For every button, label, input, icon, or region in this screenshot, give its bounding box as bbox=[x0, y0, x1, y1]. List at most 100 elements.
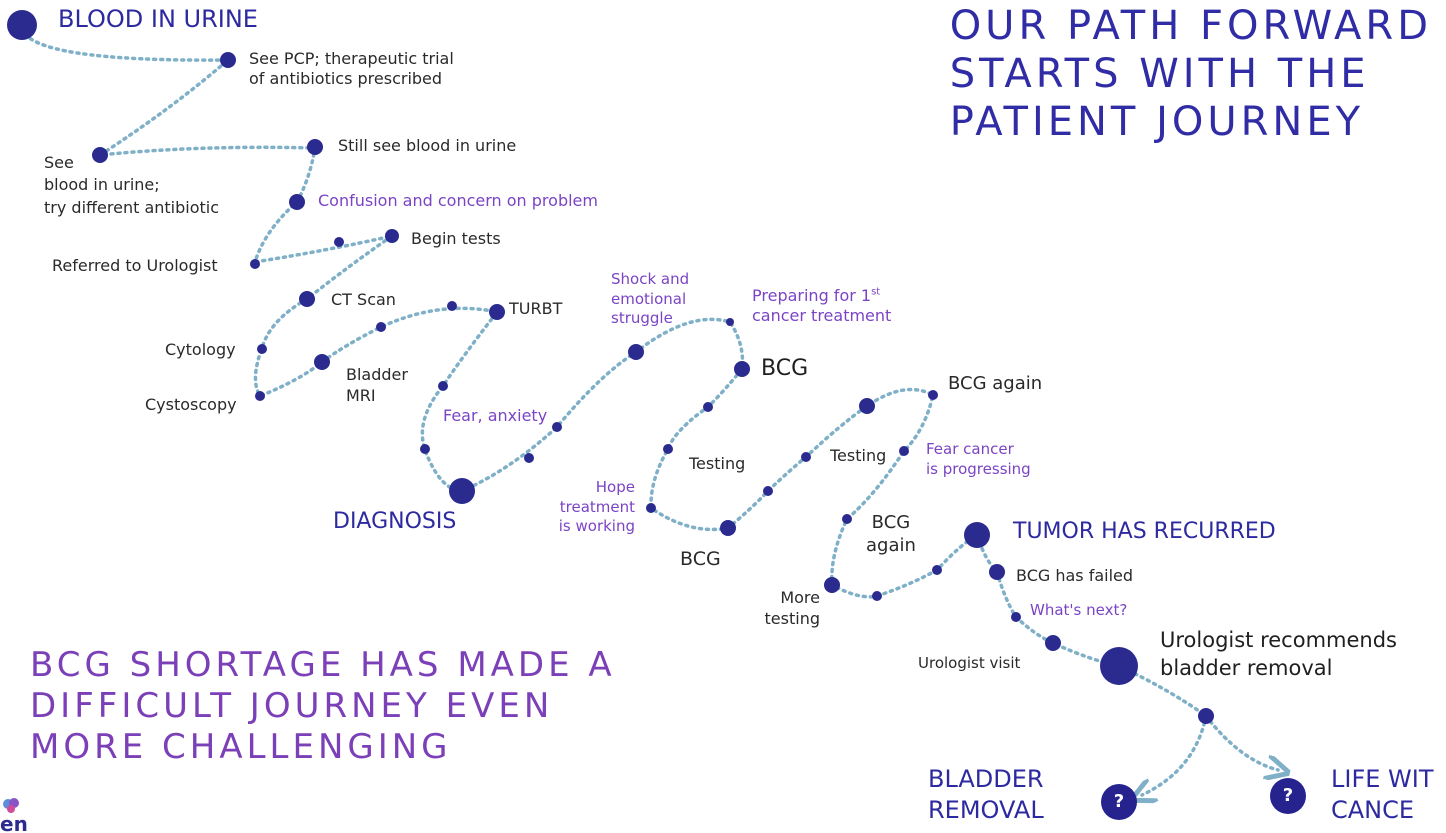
label-fear-anxiety: Fear, anxiety bbox=[443, 406, 548, 425]
label-referred: Referred to Urologist bbox=[52, 256, 218, 275]
label-bladder-mri-line-2: MRI bbox=[346, 385, 376, 405]
node-see-pcp bbox=[220, 52, 236, 68]
node-bcg-failed bbox=[989, 564, 1005, 580]
main-title-line-3: PATIENT JOURNEY bbox=[949, 99, 1365, 145]
label-life-with-cancer: LIFE WIT CANCE bbox=[1331, 764, 1434, 826]
label-hope-line-1: Hope bbox=[595, 478, 635, 496]
node-minor-7 bbox=[552, 422, 562, 432]
node-minor-2 bbox=[447, 301, 457, 311]
label-see-blood-line-1: See bbox=[44, 153, 74, 172]
label-bladder-mri: Bladder MRI bbox=[346, 365, 408, 407]
label-fear-progress-line-1: Fear cancer bbox=[926, 440, 1014, 458]
node-ct-scan bbox=[299, 291, 315, 307]
label-ct-scan: CT Scan bbox=[331, 290, 396, 309]
label-tumor-recurred: TUMOR HAS RECURRED bbox=[1013, 519, 1276, 544]
main-title: OUR PATH FORWARD STARTS WITH THE PATIENT… bbox=[950, 2, 1432, 146]
label-hope-line-2: treatment bbox=[559, 497, 635, 516]
sub-title: BCG SHORTAGE HAS MADE A DIFFICULT JOURNE… bbox=[30, 645, 616, 767]
node-branch bbox=[1198, 708, 1214, 724]
label-preparing-line-1: Preparing for 1st bbox=[752, 286, 881, 305]
label-see-blood: See blood in urine; try different antibi… bbox=[44, 152, 219, 219]
node-bcg-again-2 bbox=[842, 514, 852, 524]
label-begin-tests: Begin tests bbox=[411, 229, 501, 248]
node-urologist-recommends bbox=[1100, 647, 1138, 685]
node-bcg-1 bbox=[734, 361, 750, 377]
sub-title-line-1: BCG SHORTAGE HAS MADE A bbox=[30, 645, 616, 685]
label-confusion: Confusion and concern on problem bbox=[318, 191, 598, 210]
label-hope-line-3: is working bbox=[558, 517, 635, 535]
node-minor-11 bbox=[872, 591, 882, 601]
label-life-with-cancer-line-2: CANCE bbox=[1331, 796, 1415, 825]
label-bcg-again-2-line-2: again bbox=[866, 534, 916, 556]
node-turbt bbox=[489, 304, 505, 320]
label-see-pcp-line-2: of antibiotics prescribed bbox=[249, 69, 443, 88]
label-testing-2: Testing bbox=[830, 446, 887, 465]
node-diagnosis bbox=[449, 478, 475, 504]
main-title-line-1: OUR PATH FORWARD bbox=[949, 3, 1432, 49]
node-cytology bbox=[257, 344, 267, 354]
logo-icon bbox=[3, 798, 19, 813]
label-bladder-removal: BLADDER REMOVAL bbox=[928, 764, 1044, 826]
label-bladder-removal-line-1: BLADDER bbox=[928, 765, 1044, 793]
logo: en bbox=[0, 798, 40, 833]
label-more-testing-line-1: More bbox=[780, 588, 820, 607]
label-whats-next: What's next? bbox=[1030, 601, 1128, 619]
label-hope: Hope treatment is working bbox=[557, 478, 635, 537]
sub-title-line-2: DIFFICULT JOURNEY EVEN bbox=[30, 685, 554, 726]
node-begin-tests bbox=[385, 229, 399, 243]
node-minor-1 bbox=[334, 237, 344, 247]
label-still-see: Still see blood in urine bbox=[338, 136, 517, 155]
main-title-line-2: STARTS WITH THE bbox=[949, 51, 1370, 97]
label-see-blood-line-2: blood in urine; bbox=[44, 175, 160, 195]
node-minor-4 bbox=[438, 381, 448, 391]
label-urologist-recommends-line-2: bladder removal bbox=[1160, 656, 1333, 681]
question-mark-bladder-removal-icon: ? bbox=[1101, 784, 1137, 820]
label-bcg-1: BCG bbox=[761, 356, 809, 381]
branch-to-bladder-removal bbox=[1142, 714, 1208, 795]
node-minor-8 bbox=[703, 402, 713, 412]
branch-to-life-with-cancer bbox=[1204, 714, 1278, 770]
node-minor-5 bbox=[420, 444, 430, 454]
node-tumor-recurred bbox=[964, 522, 990, 548]
node-minor-9 bbox=[763, 486, 773, 496]
question-mark-life-with-cancer-icon: ? bbox=[1270, 778, 1306, 814]
label-see-blood-line-3: try different antibiotic bbox=[44, 197, 220, 217]
node-fear-progress bbox=[899, 446, 909, 456]
label-bcg-again-1: BCG again bbox=[948, 373, 1043, 394]
journey-path bbox=[20, 26, 1208, 718]
label-urologist-recommends-line-1: Urologist recommends bbox=[1160, 628, 1397, 652]
node-hope bbox=[646, 503, 656, 513]
label-bcg-again-2: BCG again bbox=[866, 512, 916, 557]
node-minor-12 bbox=[932, 565, 942, 575]
node-bcg-2 bbox=[720, 520, 736, 536]
label-preparing-line-2: cancer treatment bbox=[752, 306, 892, 325]
node-testing-2 bbox=[801, 452, 811, 462]
node-whats-next bbox=[1011, 612, 1021, 622]
label-life-with-cancer-line-1: LIFE WIT bbox=[1331, 765, 1434, 793]
label-blood-in-urine: BLOOD IN URINE bbox=[58, 5, 258, 33]
label-urologist-recommends: Urologist recommends bladder removal bbox=[1160, 626, 1397, 683]
node-referred bbox=[250, 259, 260, 269]
label-fear-progress-line-2: is progressing bbox=[926, 459, 1031, 478]
sub-title-line-3: MORE CHALLENGING bbox=[30, 726, 452, 767]
label-bladder-mri-line-1: Bladder bbox=[346, 365, 408, 384]
node-see-blood bbox=[92, 147, 108, 163]
label-see-pcp: See PCP; therapeutic trial of antibiotic… bbox=[249, 49, 454, 89]
node-minor-10 bbox=[859, 398, 875, 414]
label-cytology: Cytology bbox=[165, 340, 236, 359]
label-shock-line-1: Shock and bbox=[611, 270, 690, 288]
logo-text: en bbox=[0, 812, 28, 833]
node-preparing bbox=[726, 318, 734, 326]
label-turbt: TURBT bbox=[509, 299, 563, 318]
label-see-pcp-line-1: See PCP; therapeutic trial bbox=[249, 49, 454, 68]
label-cystoscopy: Cystoscopy bbox=[145, 395, 237, 414]
label-testing-1: Testing bbox=[689, 454, 746, 473]
node-confusion bbox=[289, 194, 305, 210]
label-fear-progress: Fear cancer is progressing bbox=[926, 440, 1031, 479]
label-bcg-failed: BCG has failed bbox=[1016, 566, 1134, 585]
node-more-testing bbox=[824, 577, 840, 593]
label-more-testing-line-2: testing bbox=[764, 608, 820, 628]
node-still-see bbox=[307, 139, 323, 155]
